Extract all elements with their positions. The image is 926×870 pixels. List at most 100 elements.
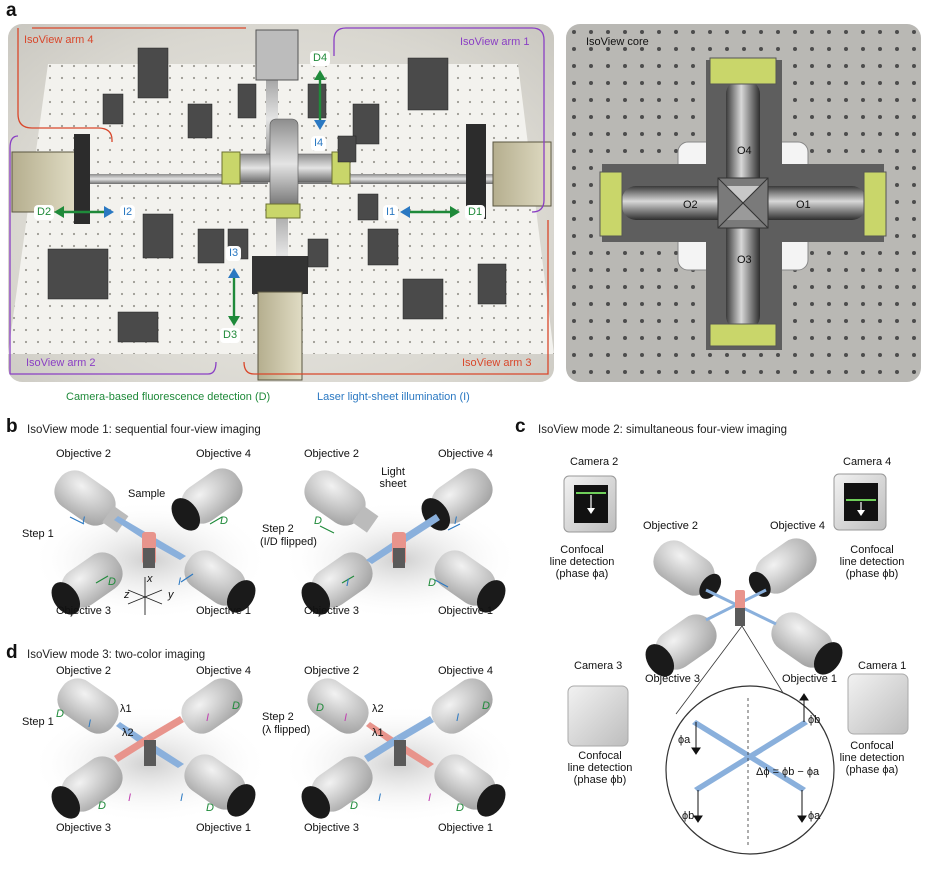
m3-left-D-bottom-right: D: [206, 802, 214, 814]
m2-obj3: Objective 3: [645, 673, 701, 685]
m3-left-obj1: Objective 1: [196, 822, 252, 834]
m3-right-I-bottom: I: [378, 792, 382, 804]
label-I3: I3: [226, 246, 242, 261]
panel-letter-a: a: [6, 0, 17, 21]
core-illustration: [566, 24, 921, 382]
m1-right-step2-note: (I/D flipped): [260, 536, 317, 548]
m2-conf-bottom-right: Confocal line detection (phase ϕa): [820, 740, 924, 776]
label-D2: D2: [34, 205, 55, 220]
m2-conf-right-1: Confocal: [850, 544, 894, 556]
axis-icon: [127, 577, 163, 615]
mode2-diagram: [563, 473, 909, 855]
core-title: IsoView core: [586, 36, 649, 48]
mode3-diagram: [30, 678, 520, 824]
m2-obj1: Objective 1: [782, 673, 838, 685]
m3-right-I-top-right: I: [456, 712, 460, 724]
mode3-title: IsoView mode 3: two-color imaging: [27, 649, 206, 661]
m1-left-sample: Sample: [128, 488, 166, 500]
camera-4-shape: [833, 473, 887, 531]
camera-2-shape: [563, 475, 617, 533]
m3-left-I-top: I: [88, 718, 92, 730]
m1-axis-x: x: [147, 573, 153, 585]
label-I4: I4: [311, 136, 327, 151]
arm-3-label: IsoView arm 3: [462, 357, 532, 369]
m1-axis-z: z: [124, 589, 130, 601]
m3-left-I-bottom: I: [128, 792, 132, 804]
m1-D-left-bottom: D: [108, 576, 116, 588]
m1-right-obj3: Objective 3: [304, 605, 360, 617]
caption-illumination: Laser light-sheet illumination (I): [317, 391, 470, 403]
m2-conf-bottom-left: Confocal line detection (phase ϕb): [548, 750, 652, 786]
m1-D-left: D: [220, 515, 228, 527]
m3-right-lambda1: λ1: [372, 727, 384, 739]
m2-conf-bl-2: line detection: [567, 762, 633, 774]
m2-camera1: Camera 1: [858, 660, 907, 672]
m3-left-I-bottom-right: I: [180, 792, 184, 804]
m3-right-D-bottom-right: D: [456, 802, 464, 814]
m3-left-I-top-right: I: [206, 712, 210, 724]
m2-conf-br-2: line detection: [839, 752, 905, 764]
m3-right-I-top: I: [344, 712, 348, 724]
arm-1-label: IsoView arm 1: [460, 36, 530, 48]
core-label-O3: O3: [737, 254, 752, 266]
panel-letter-c: c: [515, 416, 526, 437]
m2-obj4: Objective 4: [770, 520, 826, 532]
m1-right-obj4: Objective 4: [438, 448, 494, 460]
m2-conf-bl-3: (phase ϕb): [573, 774, 627, 786]
m3-right-D-top: D: [316, 702, 324, 714]
m3-left-obj3: Objective 3: [56, 822, 112, 834]
core-photo: [566, 24, 921, 382]
m1-right-step2: Step 2: [262, 523, 294, 535]
m1-light-sheet: Light sheet: [379, 466, 407, 490]
m3-left-D-bottom: D: [98, 800, 106, 812]
m2-phi-b-bottom: ϕb: [682, 810, 695, 822]
m1-D-right-bottom: D: [428, 577, 436, 589]
caption-detection: Camera-based fluorescence detection (D): [66, 391, 271, 403]
m1-left-obj1: Objective 1: [196, 605, 252, 617]
m2-camera4: Camera 4: [843, 456, 892, 468]
m3-left-step1: Step 1: [22, 716, 54, 728]
m3-left-lambda2: λ2: [122, 727, 134, 739]
m3-right-obj2: Objective 2: [304, 665, 360, 677]
m2-conf-br-1: Confocal: [850, 740, 894, 752]
m2-delta-phi: Δϕ = ϕb − ϕa: [756, 766, 820, 778]
m3-right-D-top-right: D: [482, 700, 490, 712]
m2-camera2: Camera 2: [570, 456, 619, 468]
mode3-right-group: [280, 678, 520, 824]
m2-conf-left-3: (phase ϕa): [555, 568, 609, 580]
mode2-title: IsoView mode 2: simultaneous four-view i…: [538, 424, 788, 436]
m3-left-D-top-right: D: [232, 700, 240, 712]
m3-right-I-bottom-right: I: [428, 792, 432, 804]
core-label-O1: O1: [796, 199, 811, 211]
m2-camera3: Camera 3: [574, 660, 623, 672]
m2-conf-right-3: (phase ϕb): [845, 568, 899, 580]
setup-illustration: [8, 27, 554, 381]
mode1-diagram: [30, 468, 520, 620]
m1-left-obj3: Objective 3: [56, 605, 112, 617]
core-label-O4: O4: [737, 145, 752, 157]
label-D1: D1: [465, 205, 486, 220]
m3-left-lambda1: λ1: [120, 703, 132, 715]
m2-conf-left: Confocal line detection (phase ϕa): [536, 544, 628, 580]
arm-4-label: IsoView arm 4: [24, 34, 94, 46]
label-D4: D4: [310, 51, 331, 66]
m2-obj2: Objective 2: [643, 520, 699, 532]
m3-left-obj4: Objective 4: [196, 665, 252, 677]
m2-conf-br-3: (phase ϕa): [845, 764, 899, 776]
panel-letter-d: d: [6, 642, 18, 663]
m1-I-right: I: [454, 515, 458, 527]
panel-letter-b: b: [6, 416, 18, 437]
m1-I-right-bottom: I: [346, 577, 350, 589]
m2-conf-left-2: line detection: [549, 556, 615, 568]
m2-phi-a-top: ϕa: [678, 734, 691, 746]
m1-D-right: D: [314, 515, 322, 527]
m2-phi-b-top: ϕb: [808, 714, 821, 726]
m1-axis-y: y: [168, 589, 174, 601]
label-D3: D3: [220, 328, 241, 343]
m1-left-obj4: Objective 4: [196, 448, 252, 460]
m2-conf-right: Confocal line detection (phase ϕb): [820, 544, 924, 580]
m1-I-left: I: [82, 515, 86, 527]
m2-conf-left-1: Confocal: [560, 544, 604, 556]
m1-right-obj1: Objective 1: [438, 605, 494, 617]
label-I1: I1: [383, 205, 399, 220]
